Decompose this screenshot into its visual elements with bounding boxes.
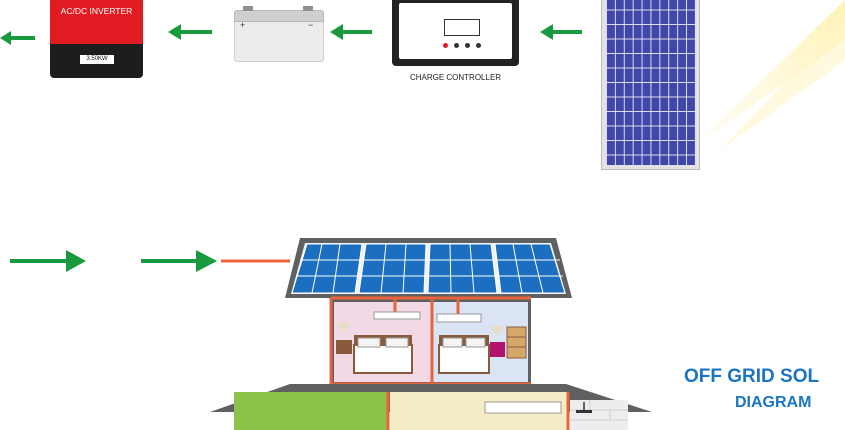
battery-cap: [234, 10, 324, 22]
inverter-front: [50, 0, 143, 44]
inverter-label: AC/DC INVERTER: [60, 6, 133, 16]
charge-controller-screen: [444, 19, 480, 36]
air-conditioner: [484, 401, 562, 414]
solar-cells: [606, 0, 695, 165]
bed-icon: [353, 335, 413, 374]
indicator-dot: [476, 43, 481, 48]
battery-positive-terminal: [243, 6, 253, 11]
rooftop-panel-grid: [297, 243, 563, 294]
arrow-left-icon: [330, 24, 372, 40]
air-conditioner: [436, 313, 482, 323]
lower-room-right: [570, 400, 628, 430]
lamp-icon: [336, 323, 352, 354]
battery: + −: [234, 6, 324, 62]
air-conditioner: [373, 311, 421, 320]
inverter: AC/DC INVERTER 3.50KW: [50, 0, 143, 78]
arrow-left-icon: [540, 24, 582, 40]
solar-panel: [601, 0, 700, 170]
lamp-icon: [490, 326, 505, 357]
sun-glow: [690, 0, 845, 150]
dresser-icon: [506, 326, 527, 359]
arrow-right-icon: [141, 250, 217, 272]
battery-negative-symbol: −: [308, 20, 314, 30]
arrow-right-icon: [10, 250, 86, 272]
battery-negative-terminal: [303, 6, 313, 11]
arrow-left-icon: [0, 31, 35, 45]
inverter-rating: 3.50KW: [80, 55, 114, 64]
battery-positive-symbol: +: [240, 20, 246, 30]
bed-icon: [438, 335, 490, 374]
rooftop-solar-panels: [291, 243, 566, 294]
ceiling-fan-icon: [576, 402, 592, 413]
charge-controller-face: [399, 3, 512, 59]
indicator-dot: [465, 43, 470, 48]
diagram-title-line1: OFF GRID SOL: [684, 366, 820, 387]
charge-controller: [392, 0, 519, 66]
red-indicator-dot: [443, 43, 448, 48]
lower-room-left: [234, 392, 388, 430]
indicator-dot: [454, 43, 459, 48]
arrow-left-icon: [168, 24, 212, 40]
charge-controller-label: CHARGE CONTROLLER: [409, 73, 502, 82]
house-wiring-lower: [386, 392, 570, 430]
diagram-title-line2: DIAGRAM: [735, 394, 812, 411]
